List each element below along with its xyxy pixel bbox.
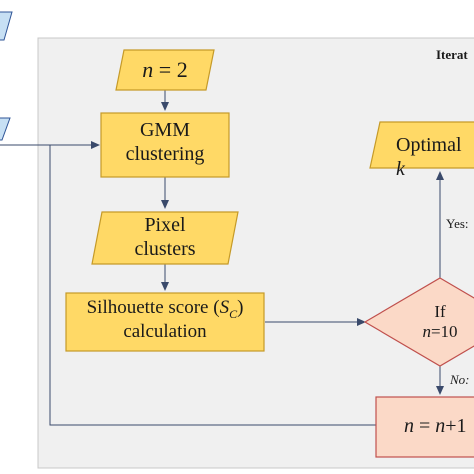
yes-edge-label: Yes: [446,216,469,231]
connectors [0,90,444,426]
no-edge-label: No: [450,372,470,387]
gmm-clustering-label: GMM clustering [125,119,205,165]
gmm-clustering-box [100,112,230,178]
edge-increment-loop-back [49,145,376,426]
increment-label: n = n+1 [404,415,467,437]
left-input-shape-bottom [0,117,11,141]
n-init-label: n = 2 [142,57,188,82]
decision-diamond [363,277,474,367]
panel-title: Iterat [436,47,468,62]
n-variable: n [142,57,154,82]
pixel-clusters-label: Pixel clusters [134,214,196,260]
silhouette-score-box [65,292,265,352]
left-input-shape-top [0,11,13,41]
decision-label: If n=10 [422,302,458,342]
n-init-parallelogram [115,49,215,91]
pixel-clusters-parallelogram [91,211,239,265]
silhouette-score-label: Silhouette score (SC) calculation [86,297,244,343]
optimal-k-label: Optimal k [396,134,462,180]
optimal-k-parallelogram [369,121,474,169]
increment-box [375,396,474,458]
